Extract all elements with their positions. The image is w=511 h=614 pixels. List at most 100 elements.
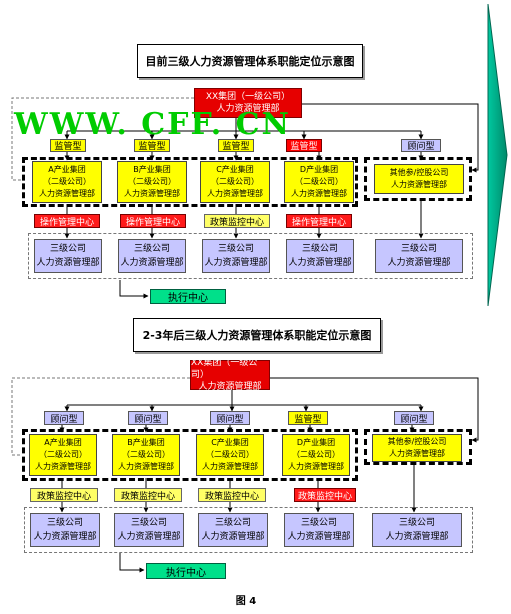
diagram2-group-c: C产业集团 （二级公司） 人力资源管理部 (196, 434, 264, 476)
diagram1-sub-d: 三级公司 人力资源管理部 (286, 239, 354, 273)
sub-dept: 人力资源管理部 (201, 532, 265, 542)
diagram1-top-line1: XX集团（一级公司） (205, 92, 291, 102)
diagram1-center-b: 操作管理中心 (120, 214, 186, 228)
group-name: B产业集团 (127, 438, 165, 447)
diagram1-tag-other: 顾问型 (401, 139, 441, 152)
group-name: 其他参/控股公司 (387, 437, 447, 446)
group-name: D产业集团 (299, 165, 339, 174)
diagram1-group-a: A产业集团 （二级公司） 人力资源管理部 (32, 161, 102, 203)
group-level: （二级公司） (122, 450, 170, 459)
diagram1-tag-a: 监管型 (50, 139, 86, 152)
diagram2-center-c: 政策监控中心 (198, 488, 266, 502)
watermark-text: WWW. CFF. CN (14, 107, 291, 142)
diagram2-tag-c: 顾问型 (210, 411, 250, 425)
group-dept: 人力资源管理部 (118, 462, 174, 471)
diagram2-center-d: 政策监控中心 (294, 488, 356, 502)
sub-dept: 人力资源管理部 (387, 258, 451, 268)
group-dept: 人力资源管理部 (39, 189, 95, 198)
group-level: （二级公司） (39, 450, 87, 459)
diagram1-center-c: 政策监控中心 (204, 214, 270, 228)
diagram2-tag-other: 顾问型 (394, 411, 434, 425)
diagram2-groups-container (22, 429, 358, 481)
sub-name: 三级公司 (217, 244, 254, 254)
diagram2-top-box: XX集团（一级公司） 人力资源管理部 (190, 358, 270, 392)
diagram2-center-b: 政策监控中心 (114, 488, 182, 502)
diagram1-groups-container (22, 157, 358, 207)
group-name: D产业集团 (296, 438, 336, 447)
diagram1-sub-a: 三级公司 人力资源管理部 (34, 239, 102, 273)
diagram1-tag-b: 监管型 (134, 139, 170, 152)
group-name: C产业集团 (211, 438, 249, 447)
sub-name: 三级公司 (49, 244, 86, 254)
sub-dept: 人力资源管理部 (33, 532, 97, 542)
group-level: （二级公司） (43, 177, 91, 186)
diagram1-sub-other: 三级公司 人力资源管理部 (375, 239, 463, 273)
group-dept: 人力资源管理部 (207, 189, 263, 198)
group-dept: 人力资源管理部 (391, 180, 447, 189)
diagram2-sub-c: 三级公司 人力资源管理部 (198, 513, 268, 547)
diagram1-top-line2: 人力资源管理部 (216, 104, 280, 114)
diagram2-tag-b: 顾问型 (128, 411, 168, 425)
progress-arrow-shape (487, 3, 508, 307)
diagram1-tag-d: 监管型 (286, 139, 322, 152)
group-dept: 人力资源管理部 (35, 462, 91, 471)
diagram2-subs-container (24, 507, 473, 553)
diagram2-sub-other: 三级公司 人力资源管理部 (372, 513, 462, 547)
diagram1-exec-center: 执行中心 (150, 289, 226, 304)
diagram1-other-container (364, 157, 472, 201)
sub-name: 三级公司 (398, 518, 435, 528)
group-name: C产业集团 (216, 165, 254, 174)
sub-name: 三级公司 (46, 518, 83, 528)
sub-name: 三级公司 (133, 244, 170, 254)
diagram1-group-d: D产业集团 （二级公司） 人力资源管理部 (284, 161, 354, 203)
group-dept: 人力资源管理部 (389, 449, 445, 458)
diagram2-other-container (364, 429, 472, 465)
diagram1-sub-b: 三级公司 人力资源管理部 (118, 239, 186, 273)
diagram1-other-group: 其他参/控股公司 人力资源管理部 (374, 164, 464, 194)
sub-name: 三级公司 (214, 518, 251, 528)
diagram2-group-d: D产业集团 （二级公司） 人力资源管理部 (282, 434, 350, 476)
sub-dept: 人力资源管理部 (120, 258, 184, 268)
diagram2-top-line2: 人力资源管理部 (198, 382, 262, 392)
diagram1-tag-c: 监管型 (218, 139, 254, 152)
sub-name: 三级公司 (400, 244, 437, 254)
diagram2-tag-d: 监管型 (288, 411, 328, 425)
diagram2-tag-a: 顾问型 (44, 411, 84, 425)
diagram1-top-box: XX集团（一级公司） 人力资源管理部 (194, 88, 302, 118)
sub-dept: 人力资源管理部 (385, 532, 449, 542)
sub-dept: 人力资源管理部 (204, 258, 268, 268)
group-dept: 人力资源管理部 (202, 462, 258, 471)
group-name: B产业集团 (133, 165, 171, 174)
diagram2-top-line1: XX集团（一级公司） (191, 358, 258, 380)
sub-name: 三级公司 (301, 244, 338, 254)
diagram1-title: 目前三级人力资源管理体系职能定位示意图 (137, 44, 363, 78)
diagram2-title: 2-3年后三级人力资源管理体系职能定位示意图 (133, 318, 381, 352)
diagram1-center-a: 操作管理中心 (34, 214, 100, 228)
sub-dept: 人力资源管理部 (287, 532, 351, 542)
diagram2-other-group: 其他参/控股公司 人力资源管理部 (372, 434, 462, 462)
diagram1-center-d: 操作管理中心 (286, 214, 352, 228)
sub-dept: 人力资源管理部 (117, 532, 181, 542)
sub-name: 三级公司 (300, 518, 337, 528)
figure-label: 图 4 (235, 596, 257, 607)
group-level: （二级公司） (128, 177, 176, 186)
diagram2-group-b: B产业集团 （二级公司） 人力资源管理部 (112, 434, 180, 476)
diagram1-subs-container (28, 233, 473, 279)
diagram2-sub-b: 三级公司 人力资源管理部 (114, 513, 184, 547)
group-level: （二级公司） (292, 450, 340, 459)
diagram2-center-a: 政策监控中心 (30, 488, 98, 502)
group-dept: 人力资源管理部 (288, 462, 344, 471)
diagram2-sub-a: 三级公司 人力资源管理部 (30, 513, 100, 547)
group-name: 其他参/控股公司 (389, 168, 449, 177)
diagram2-sub-d: 三级公司 人力资源管理部 (284, 513, 354, 547)
diagram2-exec-center: 执行中心 (146, 563, 226, 579)
group-dept: 人力资源管理部 (124, 189, 180, 198)
group-name: A产业集团 (44, 438, 82, 447)
diagram2-group-a: A产业集团 （二级公司） 人力资源管理部 (29, 434, 97, 476)
group-level: （二级公司） (295, 177, 343, 186)
sub-name: 三级公司 (130, 518, 167, 528)
group-dept: 人力资源管理部 (291, 189, 347, 198)
diagram1-group-c: C产业集团 （二级公司） 人力资源管理部 (200, 161, 270, 203)
diagram1-sub-c: 三级公司 人力资源管理部 (202, 239, 270, 273)
diagram1-group-b: B产业集团 （二级公司） 人力资源管理部 (117, 161, 187, 203)
